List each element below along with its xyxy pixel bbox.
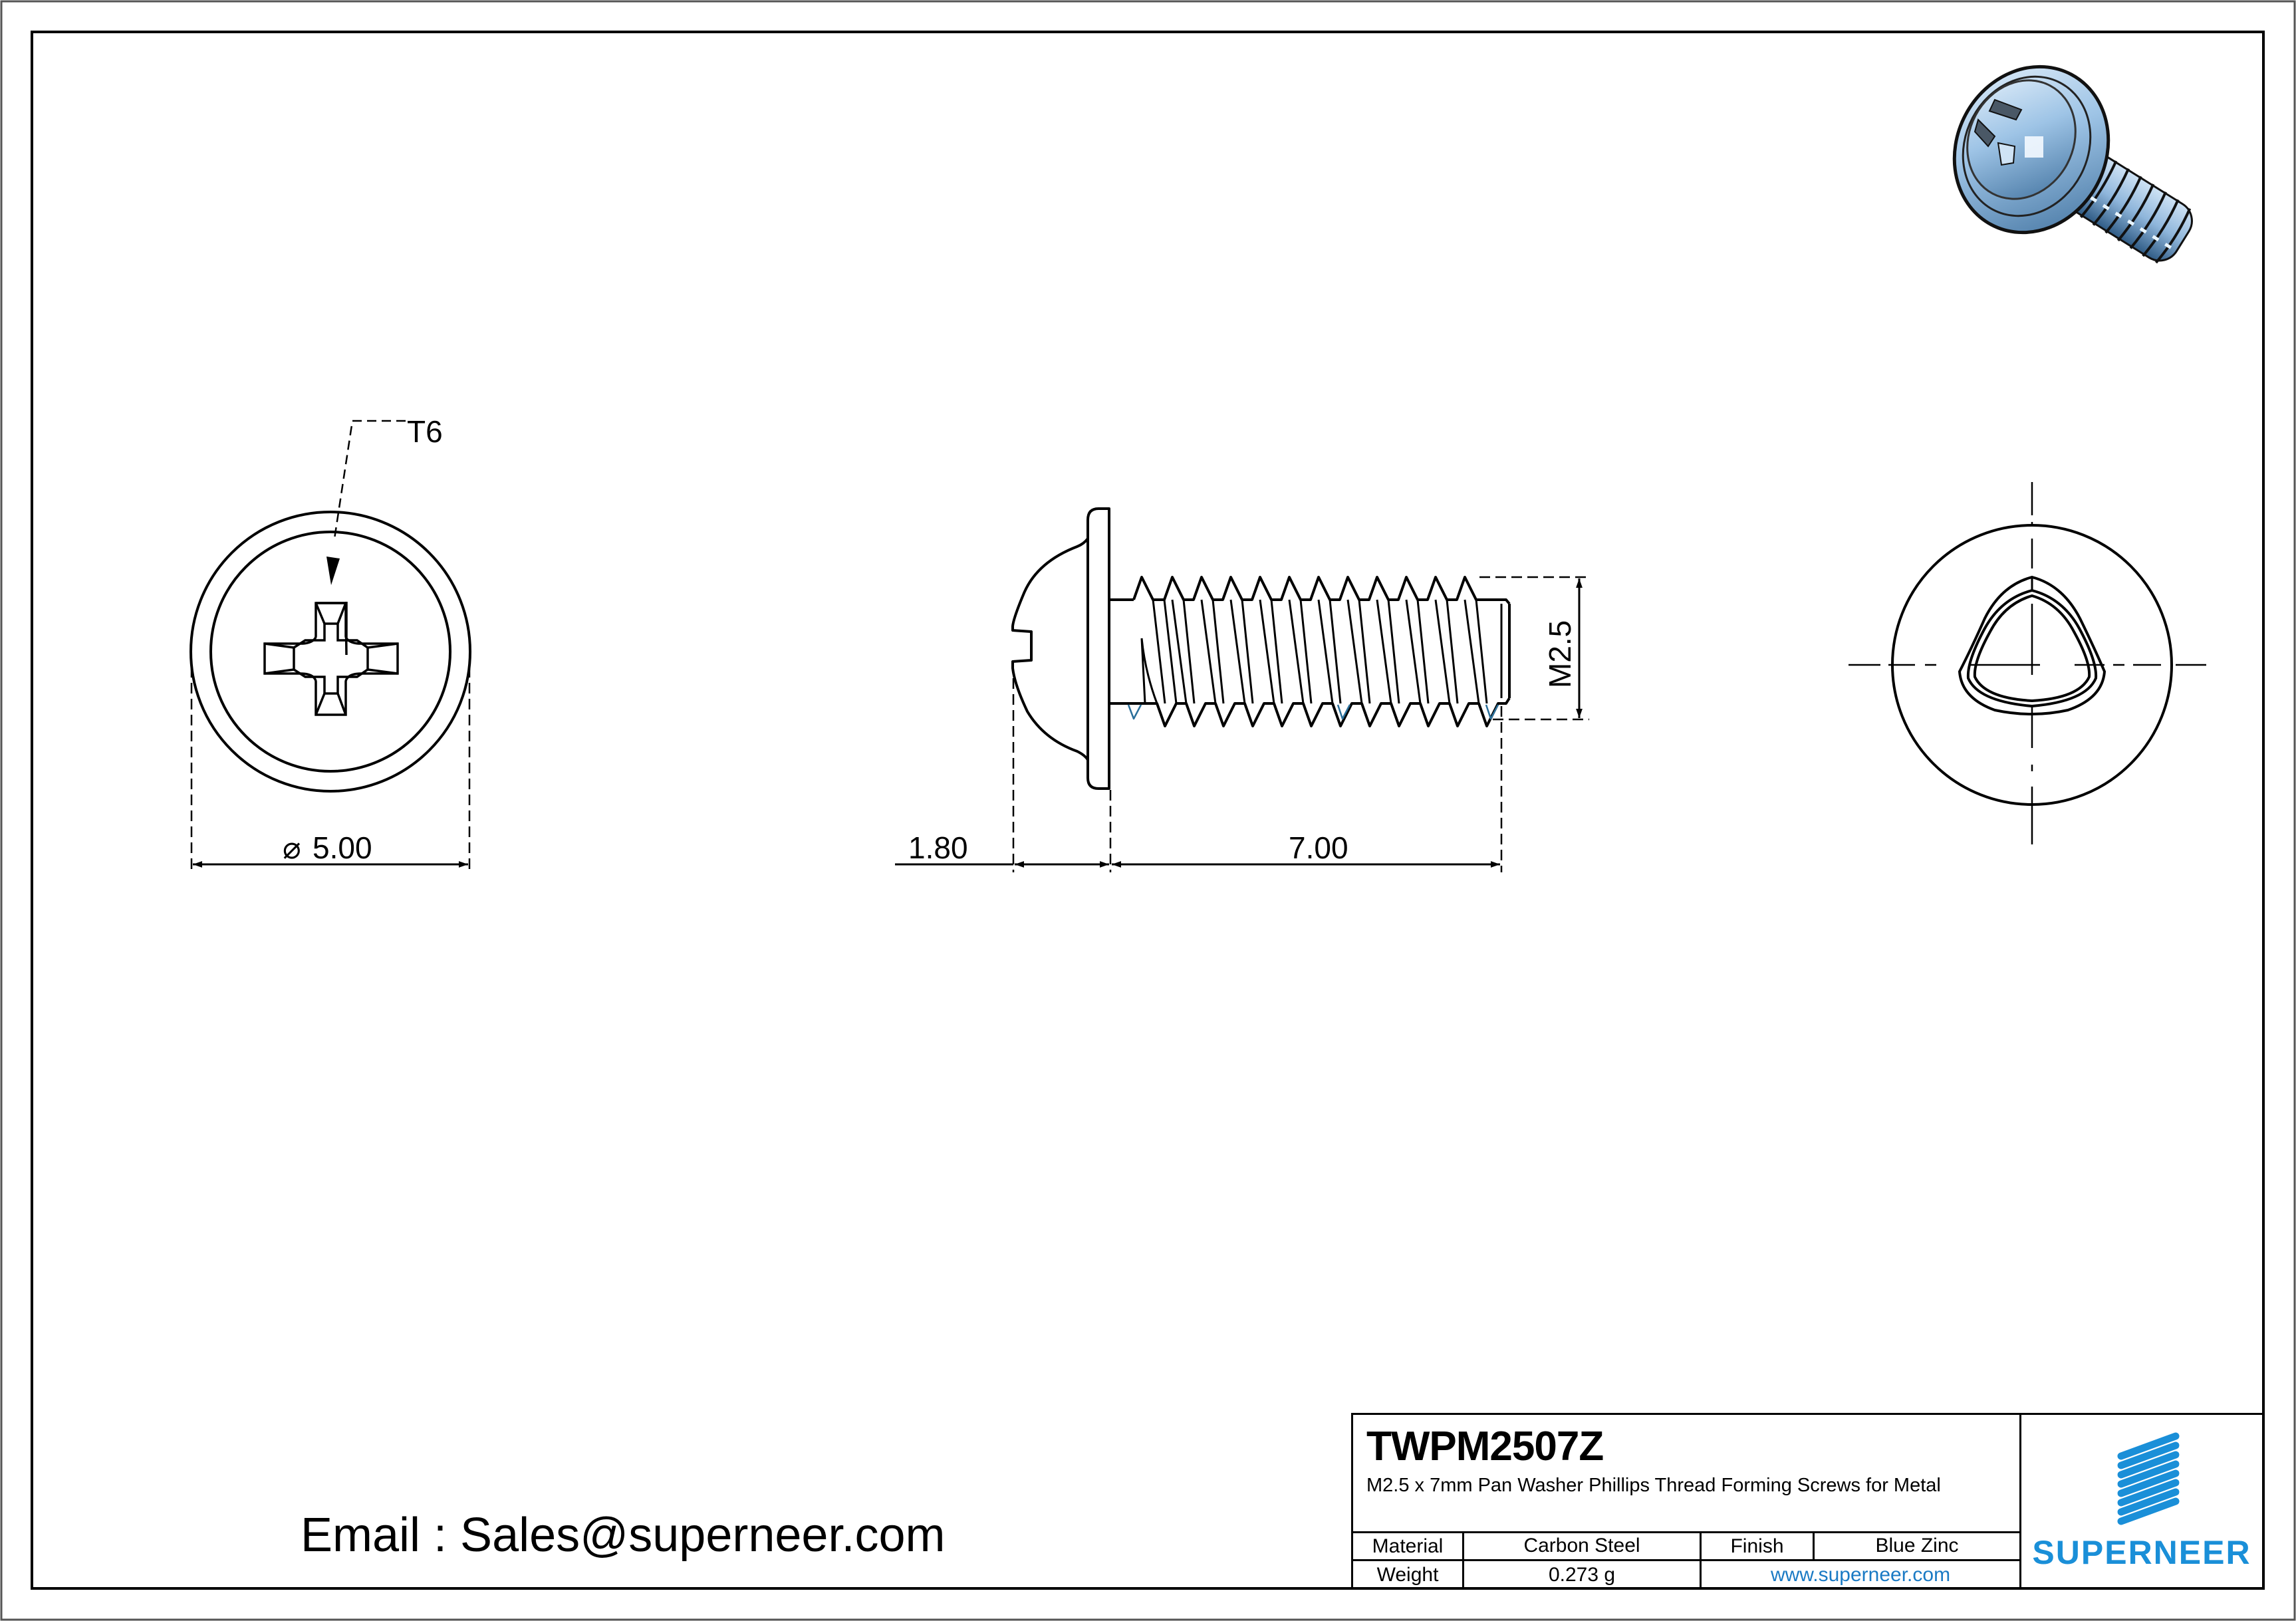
spec-row-weight: Weight 0.273 g www.superneer.com xyxy=(1353,1561,2019,1589)
trilobe-inner xyxy=(1973,594,2091,703)
pan-head-dome xyxy=(1011,537,1089,761)
washer-flange xyxy=(1086,507,1110,790)
drive-leader-line xyxy=(333,420,406,539)
part-number: TWPM2507Z xyxy=(1366,1424,1604,1469)
logo-stripes-icon xyxy=(2117,1432,2180,1525)
center-lines xyxy=(1849,482,2206,844)
diameter-dimension-text: ⌀ 5.00 xyxy=(283,830,372,865)
length-dimension-text: 7.00 xyxy=(1289,830,1348,865)
weight-label: Weight xyxy=(1353,1561,1464,1589)
logo-wordmark: SUPERNEER xyxy=(2032,1534,2251,1571)
diameter-symbol: ⌀ xyxy=(283,830,301,865)
material-value: Carbon Steel xyxy=(1464,1533,1702,1559)
diameter-value: 5.00 xyxy=(313,830,372,865)
thread-start-marks xyxy=(1127,704,1499,720)
thread-helix-lines xyxy=(1140,599,1488,704)
superneer-logo: SUPERNEER xyxy=(2019,1415,2262,1587)
thread-crests-bottom xyxy=(1134,697,1511,727)
material-label: Material xyxy=(1353,1533,1464,1559)
spec-row-material: Material Carbon Steel Finish Blue Zinc xyxy=(1353,1533,2019,1561)
spec-table: Material Carbon Steel Finish Blue Zinc W… xyxy=(1353,1531,2019,1589)
end-view xyxy=(1849,482,2206,844)
isometric-screw-render xyxy=(1952,64,2193,264)
side-view xyxy=(895,507,1589,872)
thread-dimension-text: M2.5 xyxy=(1543,620,1577,688)
title-block: TWPM2507Z M2.5 x 7mm Pan Washer Phillips… xyxy=(1351,1413,2264,1589)
washer-outline xyxy=(190,511,471,793)
finish-value: Blue Zinc xyxy=(1875,1535,1959,1557)
thread-crests-top xyxy=(1132,576,1511,605)
finish-label: Finish xyxy=(1702,1533,1815,1559)
head-height-dimension-text: 1.80 xyxy=(908,830,968,865)
part-description: M2.5 x 7mm Pan Washer Phillips Thread Fo… xyxy=(1366,1475,1941,1496)
drive-callout-label: T6 xyxy=(407,414,443,449)
head-outline xyxy=(209,531,451,773)
contact-email: Email : Sales@superneer.com xyxy=(301,1509,946,1562)
phillips-recess-icon xyxy=(263,602,399,716)
website-link[interactable]: www.superneer.com xyxy=(1770,1564,1951,1586)
weight-value: 0.273 g xyxy=(1464,1561,1702,1589)
inner-frame xyxy=(31,31,2265,1590)
front-view xyxy=(190,420,471,872)
